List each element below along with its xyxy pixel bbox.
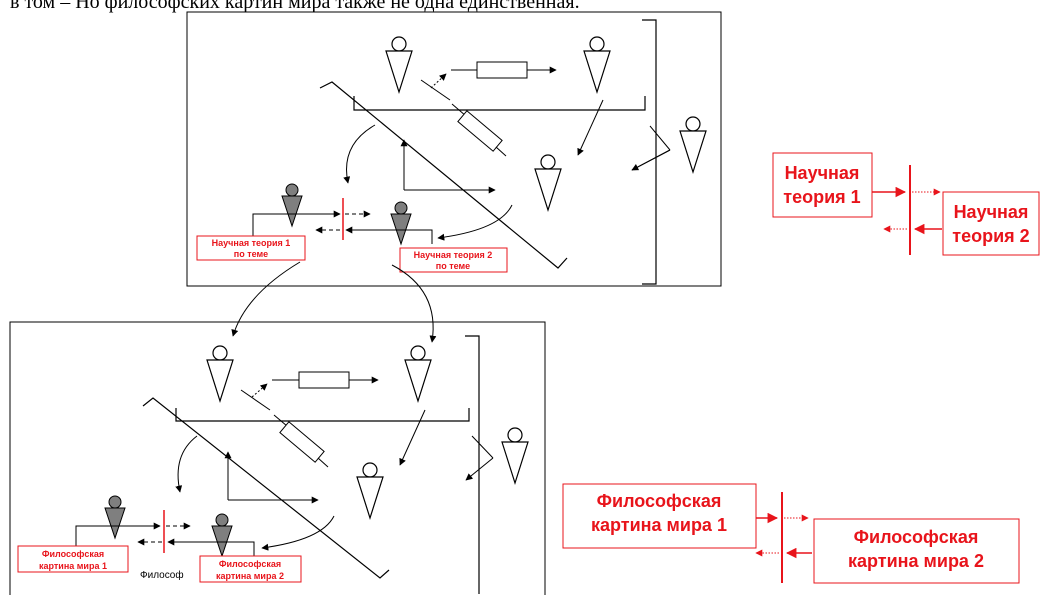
panel-link-right (391, 264, 437, 343)
curve-arrow-bottom (437, 204, 513, 241)
philosopher-figure-3 (356, 462, 384, 520)
legend-picture1-box (562, 483, 757, 549)
legend-picture2-line1: Философская (854, 527, 979, 547)
philosopher-label: Философ (140, 569, 184, 581)
picture1-label-box (17, 545, 129, 573)
science-panel: Научная теория 1 по теме Научная теория … (186, 11, 722, 287)
theory2-connector (345, 226, 433, 244)
philosophy-panel: Философская картина мира 1 Философ Филос… (9, 321, 546, 595)
top-bracket (353, 96, 646, 111)
legend-picture2-box (813, 518, 1020, 584)
header-text-fragment: в том – Но философских картин мира также… (10, 0, 580, 13)
legend-picture1-line1: Философская (597, 491, 722, 511)
legend-theory1-line2: теория 1 (783, 187, 860, 207)
theory1-label-box (196, 235, 306, 261)
theory2-label-box (399, 247, 508, 273)
right-bracket (642, 19, 657, 285)
legend-theory2-box (942, 191, 1040, 256)
observer-figure (679, 116, 707, 174)
observer-figure-2 (501, 427, 529, 485)
legend-theory2-line2: теория 2 (952, 226, 1029, 246)
diagonal-channel (420, 73, 507, 157)
right-bracket-2 (465, 335, 480, 594)
panel-link-left (231, 261, 301, 337)
science-legend: Научная теория 1 Научная теория 2 (772, 152, 1040, 256)
picture2-label-line1: Философская (219, 559, 281, 569)
channel-box (476, 61, 528, 79)
channel-box-2 (298, 371, 350, 389)
flow-arrow-down (577, 99, 604, 156)
theorist-figure-2 (390, 201, 412, 246)
theory1-label-line2: по теме (234, 249, 268, 259)
scientist-figure-1 (385, 36, 413, 94)
picture1-label-line1: Философская (42, 549, 104, 559)
legend-theory1-box (772, 152, 873, 218)
legend-theory1-line1: Научная (785, 163, 860, 183)
theory1-label-line1: Научная теория 1 (212, 238, 291, 248)
philosophy-legend: Философская картина мира 1 Философская к… (562, 483, 1020, 584)
theory2-label-line2: по теме (436, 261, 470, 271)
top-bracket-2 (175, 408, 470, 422)
picture2-label-line2: картина мира 2 (216, 571, 284, 581)
legend-picture2-line2: картина мира 2 (848, 551, 984, 571)
scientist-figure-2 (583, 36, 611, 94)
philosopher-figure-1 (206, 345, 234, 403)
philosophy-panel-frame (9, 321, 546, 595)
picture2-label-box (199, 555, 302, 583)
theorist-figure-1 (281, 183, 303, 228)
science-panel-frame (186, 11, 722, 287)
theory2-label-line1: Научная теория 2 (414, 250, 493, 260)
theory1-connector (252, 210, 341, 236)
legend-theory2-line1: Научная (954, 202, 1029, 222)
worldview-figure-1 (104, 495, 126, 540)
observer-lines (631, 125, 671, 171)
scientist-figure-3 (534, 154, 562, 212)
worldview-figure-2 (211, 513, 233, 558)
diagonal-wall-2 (142, 397, 390, 579)
philosopher-figure-2 (404, 345, 432, 403)
diagonal-channel-2 (240, 383, 329, 468)
picture1-label-line2: картина мира 1 (39, 561, 107, 571)
legend-picture1-line2: картина мира 1 (591, 515, 727, 535)
diagonal-wall (319, 81, 568, 269)
curve-arrow-left (343, 124, 376, 184)
